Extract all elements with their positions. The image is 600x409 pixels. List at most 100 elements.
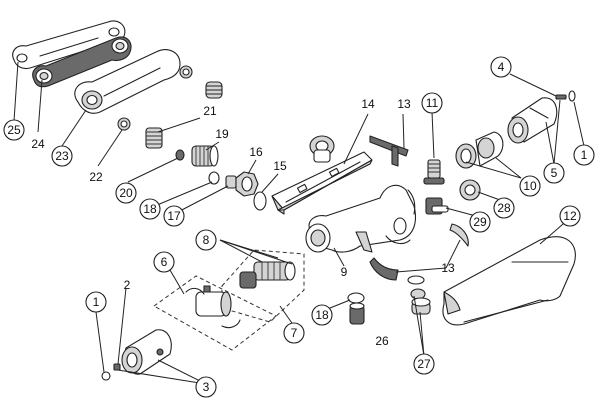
callout-22: 22 bbox=[89, 170, 103, 184]
part-8-diverter-cartridge bbox=[239, 261, 296, 289]
callout-15-label: 15 bbox=[273, 159, 287, 173]
callout-16-label: 16 bbox=[249, 145, 263, 159]
callout-12-label: 12 bbox=[563, 209, 577, 223]
callout-7-label: 7 bbox=[291, 326, 298, 340]
part-3-handle-cylinder bbox=[121, 329, 172, 375]
callout-18-upper: 18 bbox=[139, 198, 161, 220]
callout-13-lower: 13 bbox=[441, 261, 455, 275]
top-elbow-fitting bbox=[309, 135, 335, 163]
callout-13-upper-label: 13 bbox=[397, 97, 411, 111]
part-6-diverter-knob bbox=[185, 285, 241, 329]
callout-23-label: 23 bbox=[55, 149, 69, 163]
top-nut-small bbox=[179, 65, 193, 79]
callout-17: 17 bbox=[163, 205, 185, 227]
part-5-handle-sleeve bbox=[507, 97, 558, 144]
callout-23: 23 bbox=[51, 145, 73, 167]
callout-25: 25 bbox=[3, 119, 25, 141]
callout-9: 9 bbox=[341, 265, 348, 279]
part-18-o-ring-lower bbox=[347, 292, 365, 304]
callout-3-label: 3 bbox=[203, 380, 210, 394]
callout-20-label: 20 bbox=[119, 186, 133, 200]
part-22-cap bbox=[117, 117, 131, 131]
callout-1-left: 1 bbox=[85, 291, 107, 313]
callout-10: 10 bbox=[519, 175, 541, 197]
callout-4-label: 4 bbox=[498, 60, 505, 74]
callout-26-label: 26 bbox=[375, 334, 389, 348]
part-19-threaded-fitting bbox=[191, 145, 219, 167]
callout-4: 4 bbox=[490, 56, 512, 78]
part-26-filter bbox=[349, 302, 365, 325]
callout-14-label: 14 bbox=[361, 97, 375, 111]
part-27-aerator bbox=[407, 275, 431, 315]
part-28-end-cap bbox=[459, 179, 481, 201]
part-12-spout-cover bbox=[442, 236, 576, 326]
part-13-clip-lower bbox=[369, 257, 399, 281]
callout-18-lower-label: 18 bbox=[315, 308, 329, 322]
callout-29: 29 bbox=[469, 211, 491, 233]
callout-1-left-label: 1 bbox=[93, 295, 100, 309]
part-11-valve-stem bbox=[423, 159, 445, 185]
lower-valve-cartridge bbox=[425, 197, 449, 215]
callout-16: 16 bbox=[249, 145, 263, 159]
callout-18-lower: 18 bbox=[311, 304, 333, 326]
part-13-clip-upper bbox=[449, 223, 469, 247]
part-25-lever-plate bbox=[12, 20, 126, 70]
leader-lines bbox=[13, 61, 585, 385]
callout-10-label: 10 bbox=[523, 179, 537, 193]
part-23-lever-cover bbox=[74, 49, 181, 114]
part-2-set-screw bbox=[113, 363, 121, 371]
callout-28-label: 28 bbox=[497, 201, 511, 215]
callout-3: 3 bbox=[195, 376, 217, 398]
part-20-washer bbox=[175, 149, 185, 161]
callout-11: 11 bbox=[421, 92, 443, 114]
part-24-lever-arm bbox=[32, 36, 132, 88]
callout-6: 6 bbox=[153, 251, 175, 273]
callout-12: 12 bbox=[559, 205, 581, 227]
part-18-o-ring-upper bbox=[208, 171, 220, 185]
part-13-gasket-strip bbox=[369, 135, 409, 167]
part-9-valve-body bbox=[305, 184, 417, 253]
part-4-set-screw bbox=[555, 94, 567, 100]
callout-26: 26 bbox=[375, 334, 389, 348]
callout-27-label: 27 bbox=[417, 357, 431, 371]
part-6-group-outline bbox=[153, 275, 277, 351]
part-7-group-outline bbox=[221, 249, 305, 323]
callout-5: 5 bbox=[543, 162, 565, 184]
callout-6-label: 6 bbox=[161, 255, 168, 269]
callout-13-upper: 13 bbox=[397, 97, 411, 111]
callout-25-label: 25 bbox=[7, 123, 21, 137]
callout-1-right-label: 1 bbox=[581, 148, 588, 162]
callout-2: 2 bbox=[124, 278, 131, 292]
callout-1-right: 1 bbox=[573, 144, 595, 166]
callout-7: 7 bbox=[283, 322, 305, 344]
callout-8: 8 bbox=[195, 229, 217, 251]
callout-21-label: 21 bbox=[203, 104, 217, 118]
callout-20: 20 bbox=[115, 182, 137, 204]
callout-2-label: 2 bbox=[124, 278, 131, 292]
callout-18-upper-label: 18 bbox=[143, 202, 157, 216]
callout-29-label: 29 bbox=[473, 215, 487, 229]
callout-8-label: 8 bbox=[203, 233, 210, 247]
callout-24: 24 bbox=[31, 137, 45, 151]
part-15-washer bbox=[253, 191, 267, 211]
part-1-cap-right bbox=[568, 90, 576, 102]
callout-9-label: 9 bbox=[341, 265, 348, 279]
part-10-control-ring bbox=[455, 131, 504, 169]
callout-11-label: 11 bbox=[426, 96, 439, 110]
callout-22-label: 22 bbox=[89, 170, 103, 184]
callout-13-lower-label: 13 bbox=[441, 261, 455, 275]
part-16-hex-nut bbox=[235, 171, 259, 197]
callout-14: 14 bbox=[361, 97, 375, 111]
callout-17-label: 17 bbox=[167, 209, 181, 223]
callout-5-label: 5 bbox=[551, 166, 558, 180]
callout-21: 21 bbox=[203, 104, 217, 118]
callout-27: 27 bbox=[413, 353, 435, 375]
part-21-threaded-insert bbox=[145, 127, 163, 149]
top-nut-large bbox=[205, 81, 223, 99]
part-14-mounting-plate bbox=[271, 151, 373, 215]
callout-24-label: 24 bbox=[31, 137, 45, 151]
callout-19-label: 19 bbox=[215, 127, 229, 141]
callout-15: 15 bbox=[273, 159, 287, 173]
callout-28: 28 bbox=[493, 197, 515, 219]
